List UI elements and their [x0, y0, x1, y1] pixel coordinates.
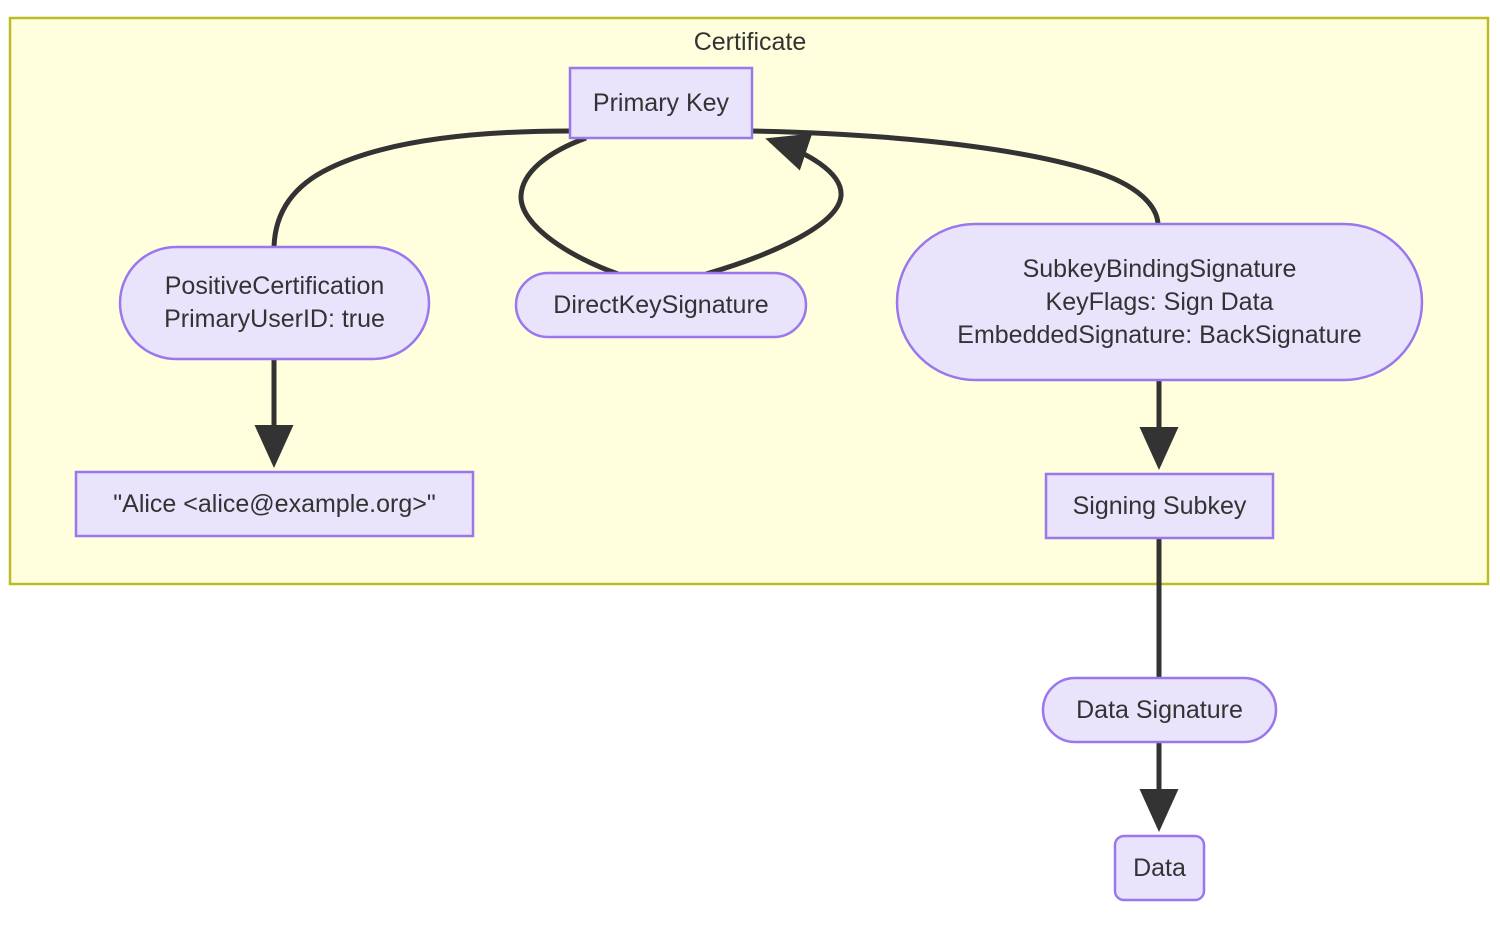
edge-pk-to-directkeysig: [518, 135, 619, 277]
node-user-id-shape[interactable]: [74, 470, 475, 538]
edge-pk-to-subkeybinding: [751, 128, 1161, 225]
edge-directkeysig-to-pk: [705, 133, 844, 277]
node-data-signature-shape[interactable]: [1041, 676, 1278, 744]
node-primary-key-shape[interactable]: [568, 66, 754, 140]
subgraph-title-certificate: Certificate: [693, 28, 807, 56]
node-subkey-binding-signature-shape[interactable]: [895, 222, 1424, 382]
node-positive-certification-shape[interactable]: [118, 245, 431, 361]
nodes-layer: [74, 66, 1424, 902]
edges-layer: [254, 128, 1179, 833]
node-data-shape[interactable]: [1113, 834, 1206, 902]
node-direct-key-signature-shape[interactable]: [514, 271, 808, 339]
node-signing-subkey-shape[interactable]: [1044, 472, 1275, 540]
edge-pk-to-positivecert: [271, 128, 571, 248]
